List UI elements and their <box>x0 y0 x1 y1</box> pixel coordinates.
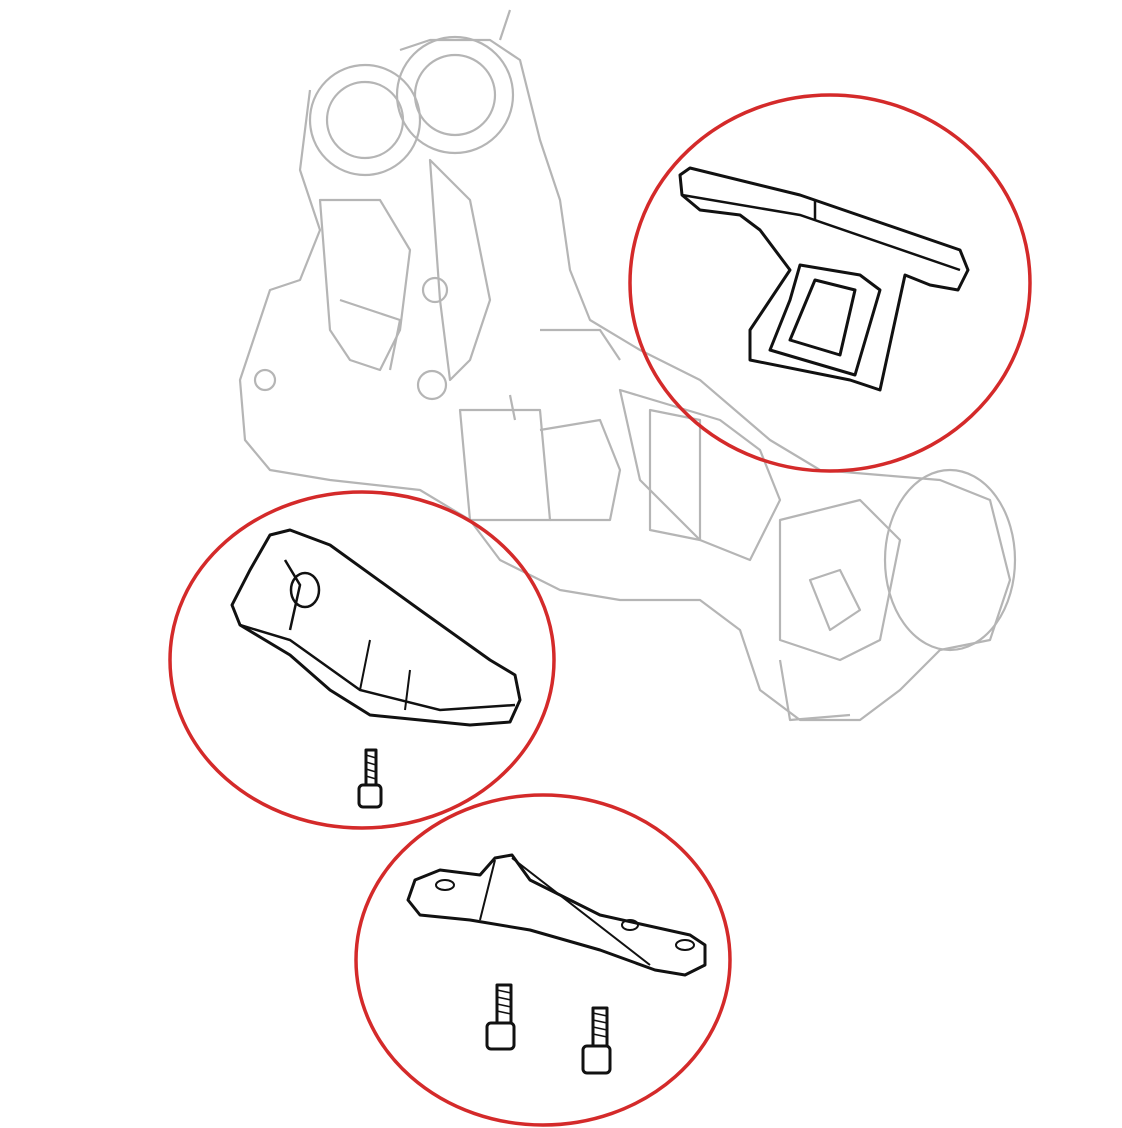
callout-cage-guard <box>628 93 1032 473</box>
callout-bracket <box>354 793 732 1127</box>
chain-guide-part <box>230 528 522 727</box>
bracket-part <box>406 853 707 977</box>
screw-icon <box>485 983 516 1051</box>
highlight-circle <box>168 490 556 830</box>
cage-guard-part <box>678 166 970 392</box>
highlight-circle <box>354 793 732 1127</box>
highlight-circle <box>628 93 1032 473</box>
derailleur-assembly-outline <box>238 9 1017 722</box>
screw-icon <box>581 1006 612 1075</box>
screw-icon <box>357 748 383 809</box>
callout-chain-guide <box>168 490 556 830</box>
